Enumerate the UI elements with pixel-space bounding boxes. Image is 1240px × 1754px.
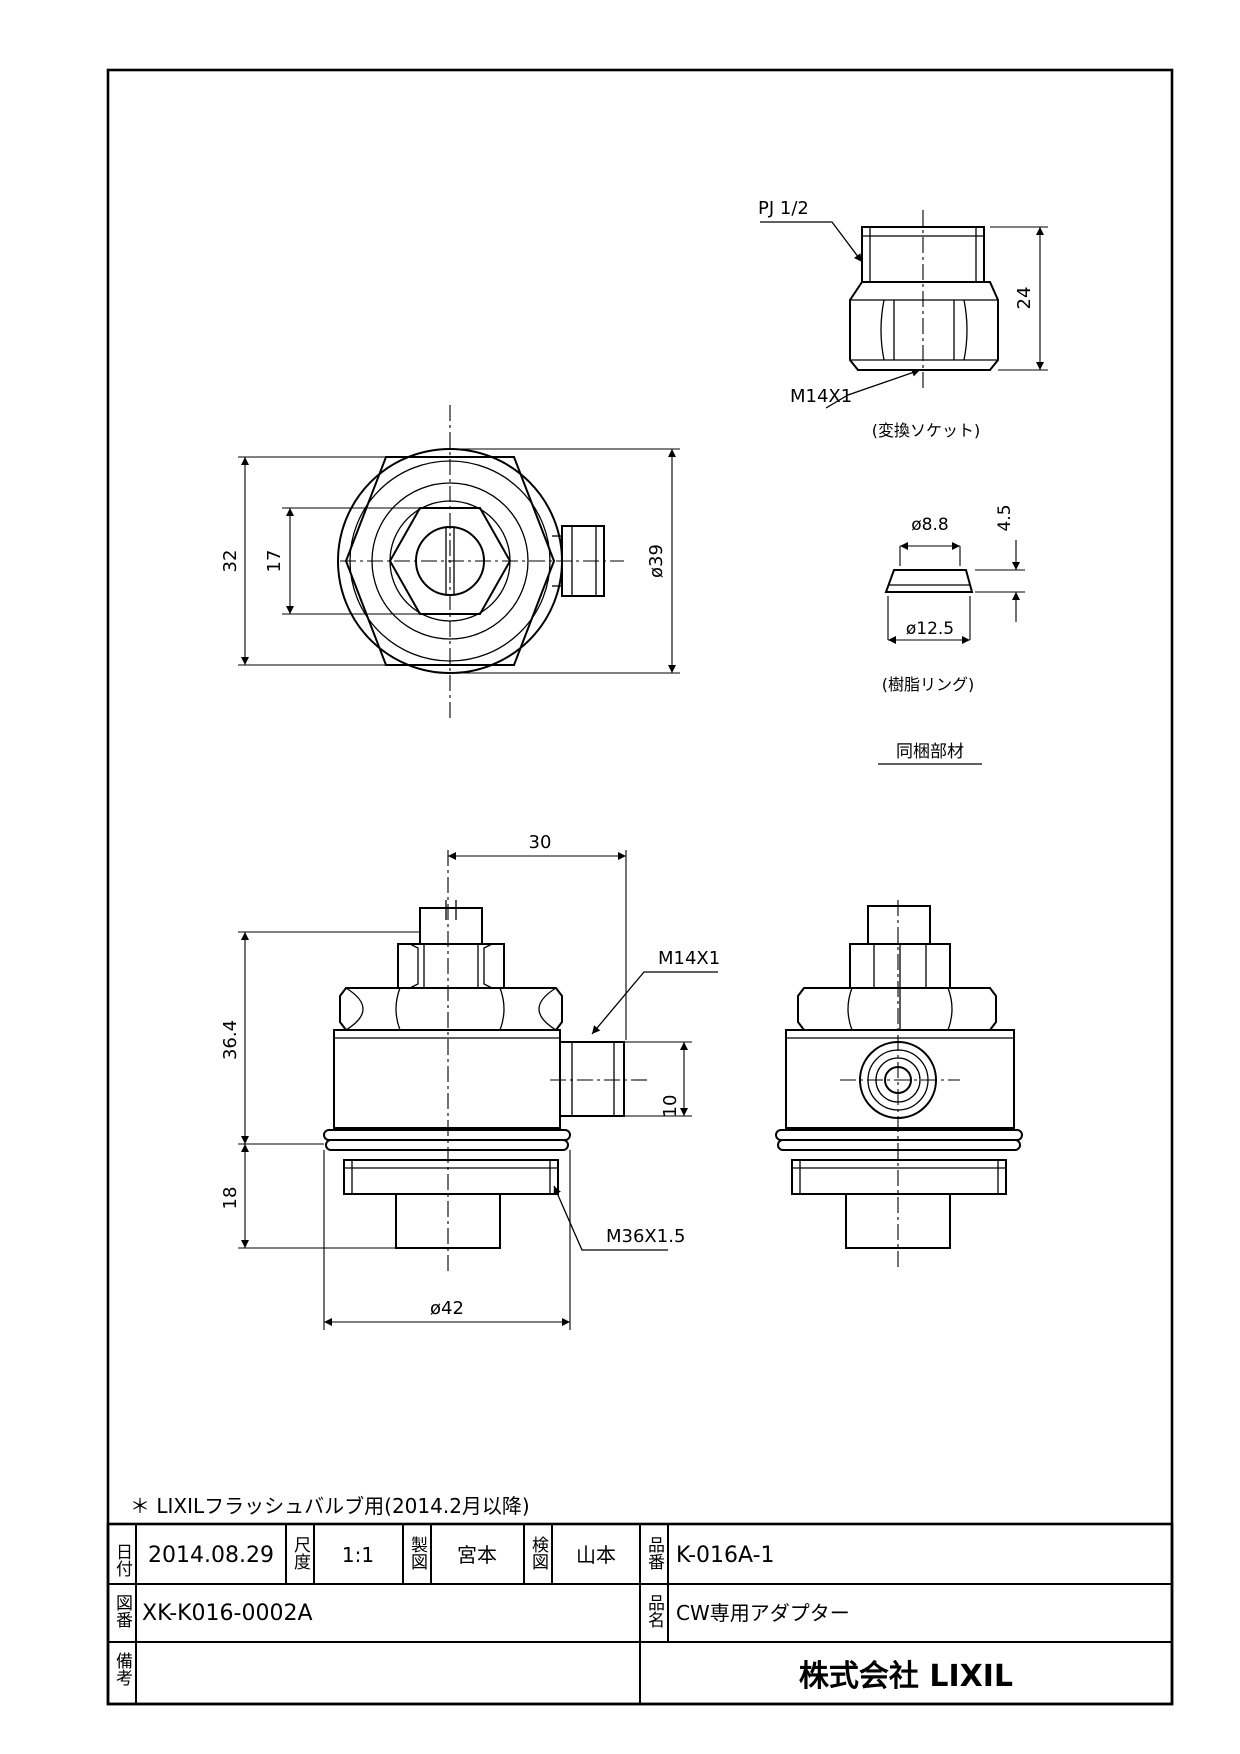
checked-by: 山本	[576, 1543, 616, 1567]
front-view-dim-10: 10	[660, 1095, 681, 1118]
top-view-dim-17: 17	[264, 550, 285, 573]
front-view-dim-42: ø42	[430, 1298, 464, 1319]
part-name-label: 品名	[644, 1594, 665, 1628]
drawing-no-label: 図番	[112, 1594, 133, 1628]
date-label: 日付	[112, 1543, 133, 1578]
front-view-thread-bottom-label: M36X1.5	[606, 1226, 685, 1247]
drawing-no-value: XK-K016-0002A	[142, 1601, 313, 1626]
front-view-dim-30: 30	[529, 832, 552, 853]
socket-thread-top-label: PJ 1/2	[758, 198, 809, 219]
resin-ring-view	[884, 540, 1025, 644]
front-view-dim-18: 18	[220, 1187, 241, 1210]
front-view	[238, 850, 718, 1330]
remarks-label: 備考	[112, 1652, 133, 1687]
part-name-value: CW専用アダプター	[676, 1601, 850, 1625]
top-view	[238, 405, 680, 722]
top-view-dim-39: ø39	[646, 544, 667, 578]
ring-caption: (樹脂リング)	[882, 675, 975, 694]
ring-bottom-dia-dim: ø12.5	[906, 619, 954, 639]
scale-value: 1:1	[342, 1543, 374, 1567]
socket-caption: (変換ソケット)	[872, 421, 981, 440]
company-logo: 株式会社 LIXIL	[799, 1659, 1013, 1694]
front-view-thread-side-label: M14X1	[658, 948, 720, 969]
drawn-by: 宮本	[457, 1543, 497, 1567]
socket-thread-bottom-label: M14X1	[790, 386, 852, 407]
date-value: 2014.08.29	[148, 1543, 274, 1568]
bundled-parts-label: 同梱部材	[896, 742, 964, 762]
ring-height-dim: 4.5	[995, 504, 1015, 531]
socket-height-dim: 24	[1014, 287, 1035, 310]
front-view-dim-36-4: 36.4	[220, 1020, 241, 1060]
usage-note: ＊ LIXILフラッシュバルブ用(2014.2月以降)	[130, 1494, 530, 1518]
checked-label: 検図	[528, 1536, 549, 1570]
part-no-value: K-016A-1	[676, 1543, 775, 1568]
drawn-label: 製図	[407, 1536, 428, 1570]
ring-top-dia-dim: ø8.8	[911, 515, 948, 535]
title-block	[106, 1522, 1174, 1706]
socket-view	[760, 210, 1048, 409]
side-view	[775, 900, 1023, 1270]
drawing-border	[106, 68, 1174, 1706]
top-view-dim-32: 32	[220, 550, 241, 573]
scale-label: 尺度	[290, 1536, 311, 1570]
part-no-label: 品番	[644, 1536, 665, 1570]
